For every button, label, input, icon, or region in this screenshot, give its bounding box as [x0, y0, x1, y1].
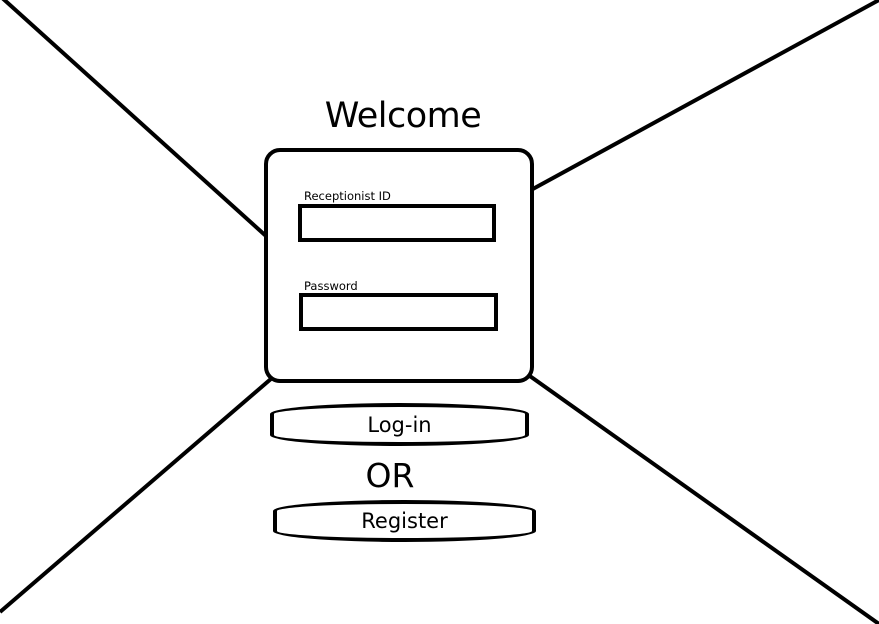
login-button[interactable]: Log-in: [270, 403, 529, 446]
register-button[interactable]: Register: [273, 500, 536, 542]
receptionist-id-input[interactable]: [298, 204, 496, 242]
cross-line-bottom-left: [0, 376, 274, 614]
welcome-title: Welcome: [324, 96, 482, 136]
cross-line-top-right: [530, 0, 879, 192]
password-input[interactable]: [299, 293, 498, 331]
receptionist-id-label: Receptionist ID: [304, 189, 391, 203]
login-panel: [264, 148, 534, 383]
cross-line-top-left: [1, 0, 268, 238]
password-label: Password: [304, 279, 358, 293]
or-separator: OR: [365, 456, 415, 495]
cross-line-bottom-right: [525, 372, 879, 624]
